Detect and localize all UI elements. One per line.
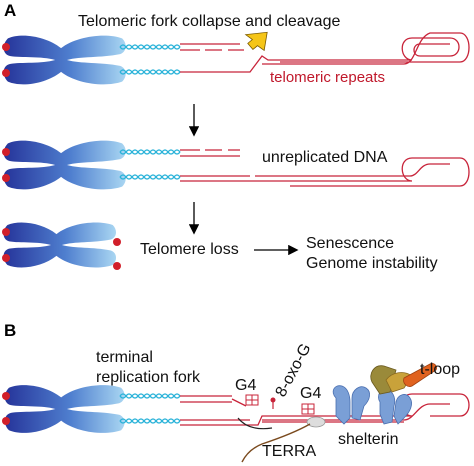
unreplicated-dna-label: unreplicated DNA bbox=[262, 149, 388, 166]
oxo-g-marker-icon bbox=[270, 397, 276, 409]
telomere-cap bbox=[2, 417, 10, 425]
telomere-cap bbox=[113, 238, 121, 246]
terminal-label: terminal bbox=[96, 349, 153, 366]
senescence-label: Senescence bbox=[306, 235, 394, 252]
terra-rna bbox=[241, 416, 326, 463]
chromosome-4 bbox=[2, 385, 125, 433]
chromosome-2 bbox=[2, 140, 126, 190]
telomeric-dna-row-2 bbox=[180, 149, 470, 187]
chromosome-3 bbox=[2, 222, 121, 270]
fork-collapse-title: Telomeric fork collapse and cleavage bbox=[78, 13, 340, 30]
helix-row-1 bbox=[119, 44, 181, 75]
chromosome-1 bbox=[2, 35, 126, 85]
g4-right-label: G4 bbox=[300, 385, 321, 402]
t-loop-label: t-loop bbox=[420, 361, 460, 378]
shelterin-complex bbox=[332, 363, 437, 425]
telomere-loss-label: Telomere loss bbox=[140, 241, 239, 258]
helix-row-2 bbox=[119, 149, 181, 180]
g4-structure-right-icon bbox=[301, 403, 315, 415]
telomeric-dna-row-4 bbox=[180, 393, 470, 430]
genome-instability-label: Genome instability bbox=[306, 255, 438, 272]
telomere-cap bbox=[2, 174, 10, 182]
panel-a-label: A bbox=[4, 1, 16, 20]
telomere-cap bbox=[2, 148, 10, 156]
shelterin-label: shelterin bbox=[338, 431, 398, 448]
g4-left-label: G4 bbox=[235, 377, 256, 394]
telomere-cap bbox=[2, 69, 10, 77]
panel-b-label: B bbox=[4, 321, 16, 340]
telomere-cap bbox=[2, 392, 10, 400]
telomere-cap bbox=[2, 254, 10, 262]
telomeric-repeats-label: telomeric repeats bbox=[270, 69, 385, 86]
telomeric-dna-row-1 bbox=[180, 32, 470, 73]
telomere-cap bbox=[113, 262, 121, 270]
terra-label: TERRA bbox=[262, 443, 317, 460]
cleavage-arrow-icon bbox=[244, 31, 268, 52]
helix-row-4 bbox=[119, 393, 181, 424]
telomere-cap bbox=[2, 43, 10, 51]
replication-fork-label: replication fork bbox=[96, 369, 201, 386]
g4-structure-left-icon bbox=[245, 394, 259, 406]
telomere-cap bbox=[2, 228, 10, 236]
